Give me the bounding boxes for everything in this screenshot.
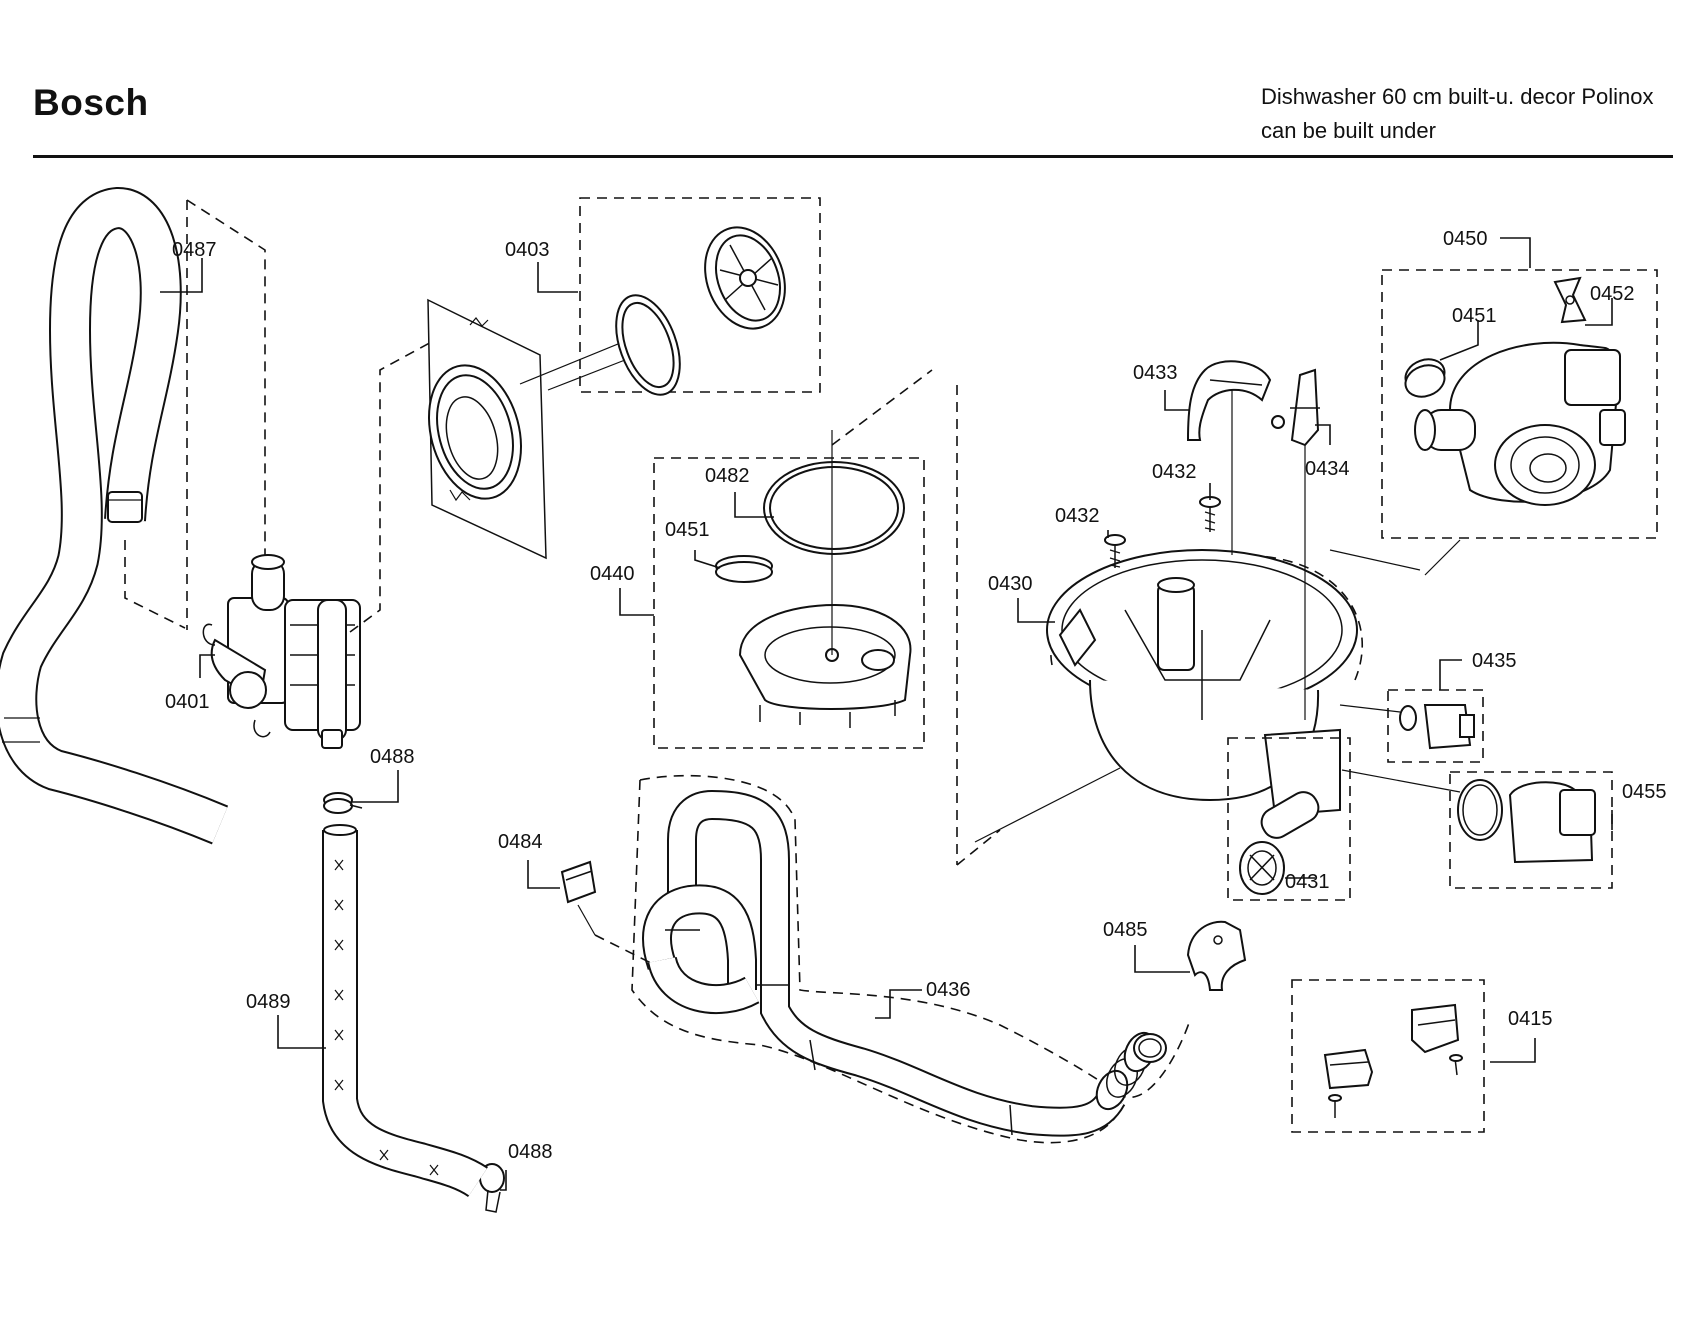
- connector-0450-sump: [1424, 539, 1461, 576]
- label-0431: 0431: [1285, 871, 1330, 893]
- label-0452: 0452: [1590, 283, 1635, 305]
- part-0433-cover-clip[interactable]: [1186, 360, 1272, 555]
- label-0432-left: 0432: [1055, 505, 1100, 527]
- label-0430: 0430: [988, 573, 1033, 595]
- label-0450: 0450: [1443, 228, 1488, 250]
- part-0440-filter-cover-group[interactable]: [653, 430, 925, 749]
- label-0401: 0401: [165, 691, 210, 713]
- label-0434: 0434: [1305, 458, 1350, 480]
- label-0482: 0482: [705, 465, 750, 487]
- label-0484: 0484: [498, 831, 543, 853]
- part-0431-check-valve[interactable]: [1227, 737, 1351, 901]
- label-0451-center: 0451: [665, 519, 710, 541]
- label-0489: 0489: [246, 991, 291, 1013]
- part-0488-clamp-top[interactable]: [323, 792, 363, 814]
- label-0403: 0403: [505, 239, 550, 261]
- part-labels: 0487 0403 0401 0488 0488 0489 0482 0451 …: [165, 228, 1667, 1163]
- label-0435: 0435: [1472, 650, 1517, 672]
- leader-lines: [160, 237, 1613, 1191]
- part-filter-frame-plate[interactable]: [415, 298, 641, 560]
- connector-0450-sump-2: [1329, 549, 1421, 571]
- part-0452-clip[interactable]: [1553, 276, 1587, 324]
- part-0401-heater-pump-body[interactable]: [202, 554, 361, 749]
- connector-0487-0401: [124, 540, 186, 629]
- part-0451-clamp-right[interactable]: [1401, 354, 1449, 402]
- part-0432-screw-right[interactable]: [1199, 496, 1221, 532]
- part-0436-circulation-hose[interactable]: [631, 774, 1191, 1144]
- model-description-line2: can be built under: [1261, 118, 1436, 143]
- connector-sump-bottom: [974, 767, 1121, 843]
- part-0415-mounting-kit[interactable]: [1291, 979, 1485, 1133]
- connector-0440-top: [831, 369, 933, 446]
- connector-0401-top: [186, 199, 266, 565]
- part-0488-clamp-bottom[interactable]: [479, 1163, 505, 1213]
- part-0434-bracket[interactable]: [1271, 368, 1320, 720]
- connector-0430-bottom: [956, 829, 1001, 866]
- label-0440: 0440: [590, 563, 635, 585]
- part-0484-hose-clip[interactable]: [560, 860, 656, 966]
- label-0487: 0487: [172, 239, 217, 261]
- brand-logo: Bosch: [33, 82, 149, 123]
- part-0430-pump-sump[interactable]: [1046, 549, 1364, 843]
- label-0436: 0436: [926, 979, 971, 1001]
- label-0415: 0415: [1508, 1008, 1553, 1030]
- header-divider: [33, 155, 1673, 158]
- part-0403-seal-group[interactable]: [547, 197, 821, 403]
- part-0487-drain-hose[interactable]: [0, 186, 229, 845]
- part-0432-screw-left[interactable]: [1104, 534, 1126, 568]
- label-0451-right: 0451: [1452, 305, 1497, 327]
- label-0485: 0485: [1103, 919, 1148, 941]
- label-0488-bottom: 0488: [508, 1141, 553, 1163]
- connector-0401-filter-frame: [349, 339, 436, 633]
- label-0488-top: 0488: [370, 746, 415, 768]
- part-0485-hose-bracket[interactable]: [1186, 920, 1247, 991]
- part-0450-heat-pump-group[interactable]: [1381, 269, 1658, 539]
- label-0432-right: 0432: [1152, 461, 1197, 483]
- model-description-line1: Dishwasher 60 cm built-u. decor Polinox: [1261, 84, 1654, 109]
- label-0455: 0455: [1622, 781, 1667, 803]
- part-0435-pressure-sensor[interactable]: [1339, 689, 1484, 763]
- part-0489-connecting-hose[interactable]: [322, 824, 488, 1198]
- part-0455-drain-pump[interactable]: [1341, 769, 1613, 889]
- label-0433: 0433: [1133, 362, 1178, 384]
